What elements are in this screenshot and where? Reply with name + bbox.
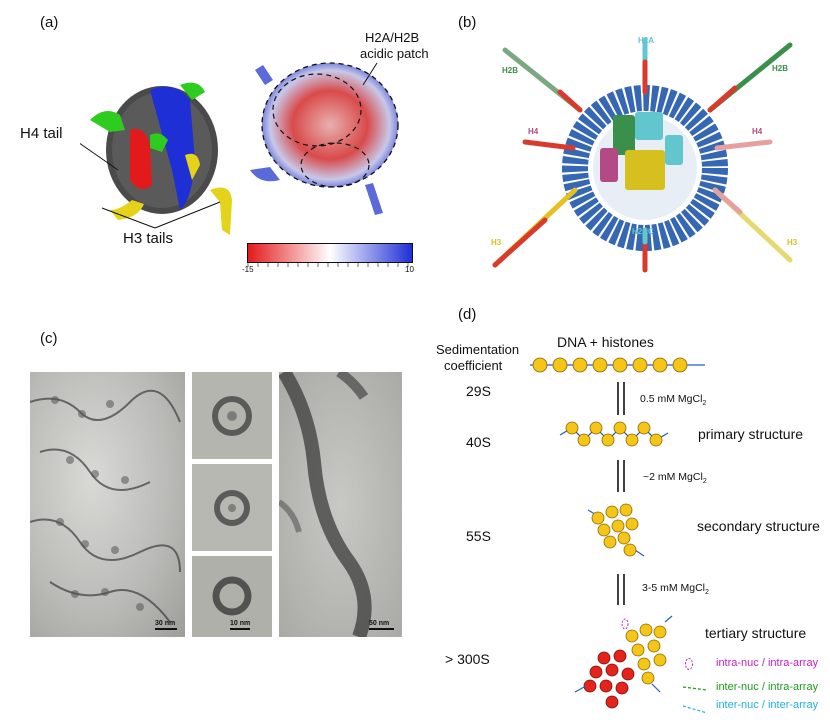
nucleosome-structure-a [80,82,232,235]
legend-icon-inter-nuc-intra [682,686,708,691]
condition-label-2: 3-5 mM MgCl2 [642,582,709,597]
compaction-diagram [530,357,705,709]
em-image-30nm-fiber: 50 nm [279,372,402,637]
sed-value-0: 29S [466,383,491,399]
scalebar-1 [155,628,177,630]
scalebar-2 [230,628,250,630]
structure-label-2: secondary structure [697,518,820,534]
condition-label-1: ~2 mM MgCl2 [643,471,707,486]
legend-text-intra-nuc: intra-nuc / intra-array [716,657,819,669]
colorbar [247,243,413,263]
scale-label-3: 50 nm [369,620,390,627]
label-h2ac: H2AC [632,227,654,236]
scale-label-2: 10 nm [230,620,251,627]
legend-icon-inter-nuc-inter [682,705,708,714]
label-h4-right: H4 [752,127,763,136]
panel-d-label: (d) [458,306,477,323]
em-image-nucleosome-1 [192,372,272,459]
nucleosome-tails-structure [492,37,793,273]
panel-a-label: (a) [40,14,59,31]
condition-label-0: 0.5 mM MgCl2 [640,393,707,408]
sed-title-2: coefficient [444,358,503,373]
legend-icon-intra-nuc [685,658,693,670]
legend-text-inter-nuc-inter: inter-nuc / inter-array [716,699,819,711]
sed-value-2: 55S [466,528,491,544]
sed-value-1: 40S [466,434,491,450]
acidic-patch-label-2: acidic patch [360,46,429,61]
acidic-patch-label-1: H2A/H2B [365,30,420,45]
structure-label-1: primary structure [698,426,804,442]
label-h2b-right: H2B [772,64,789,73]
colorbar-ticks [247,262,409,267]
panel-c-label: (c) [40,330,58,347]
em-image-nucleosome-2 [192,464,272,551]
label-h3-right: H3 [787,238,798,247]
label-h3-left: H3 [491,238,502,247]
em-image-chromatin-fibers: 30 nm [30,372,185,637]
sed-value-3: > 300S [445,651,490,667]
scale-label-1: 30 nm [155,620,176,627]
colorbar-max-label: 10 [405,265,414,274]
label-h4-left: H4 [528,127,539,136]
sed-title-1: Sedimentation [436,342,520,357]
structure-label-3: tertiary structure [705,625,807,641]
label-h2b-left: H2B [502,66,519,75]
h3-tails-label: H3 tails [123,230,174,247]
h4-tail-label: H4 tail [20,125,63,142]
top-label: DNA + histones [557,334,654,350]
legend-text-inter-nuc-intra: inter-nuc / intra-array [716,681,819,693]
em-image-nucleosome-3: 10 nm [192,556,272,637]
label-h2a-top: H2A [638,36,655,45]
panel-b-label: (b) [458,14,477,31]
scalebar-3 [369,628,394,630]
electrostatic-surface [250,62,399,215]
colorbar-min-label: -15 [242,265,254,274]
